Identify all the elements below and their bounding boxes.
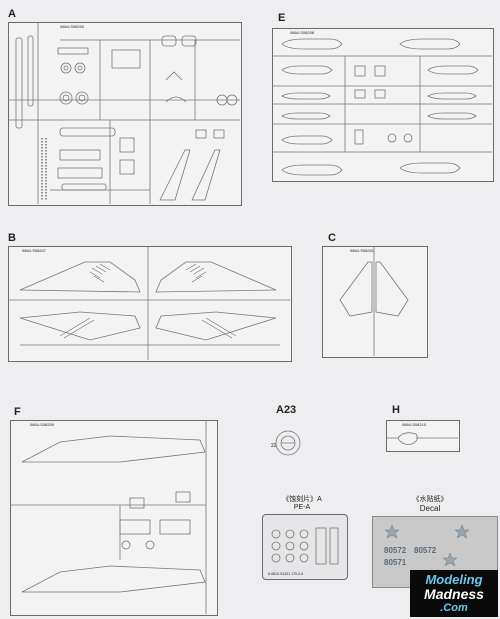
pe-code: A 0810-S1201 170-0-6 [268,572,304,576]
sprue-e-code: 0864-S08208 [290,30,315,35]
modelingmadness-logo: Modeling Madness .Com [410,570,498,617]
sprue-c-code: 0864-S08201 [350,248,375,253]
logo-line-1: Modeling [425,572,483,587]
decal-serial-2: 80572 [414,546,437,555]
decal-title-cn: 《水贴纸》 [412,496,448,503]
sprue-f-frame [10,420,218,616]
sprue-h-frame [386,420,460,452]
pe-title: PE-A [293,504,311,511]
sprue-b-label: B [8,232,16,244]
sprue-c-label: C [328,232,336,244]
decal-title: Decal [419,504,441,513]
decal-serial-3: 80571 [384,558,407,567]
pe-title-cn: 《蚀刻片》A [282,496,322,503]
sprue-e-label: E [278,12,286,24]
sprue-b-frame [8,246,292,362]
decal-serial-1: 80572 [384,546,407,555]
sprue-b-code: 0864-S08207 [22,248,47,253]
sprue-c-frame [322,246,428,358]
logo-line-3: .Com [440,602,468,614]
sprue-a-label: A [8,8,16,20]
a23-part-number: 22 [271,443,277,449]
pe-fret [262,514,348,580]
sprue-e-frame [272,28,494,182]
a23-label: A23 [276,404,297,416]
sprue-f-label: F [14,406,21,418]
sprue-h-label: H [392,404,400,416]
logo-line-2: Madness [424,586,484,602]
sprue-f-code: 0864-S08209 [30,422,55,427]
sprue-a-code: 0864-S08200 [60,24,85,29]
sprue-h-code: 0864-S08210 [402,422,427,427]
